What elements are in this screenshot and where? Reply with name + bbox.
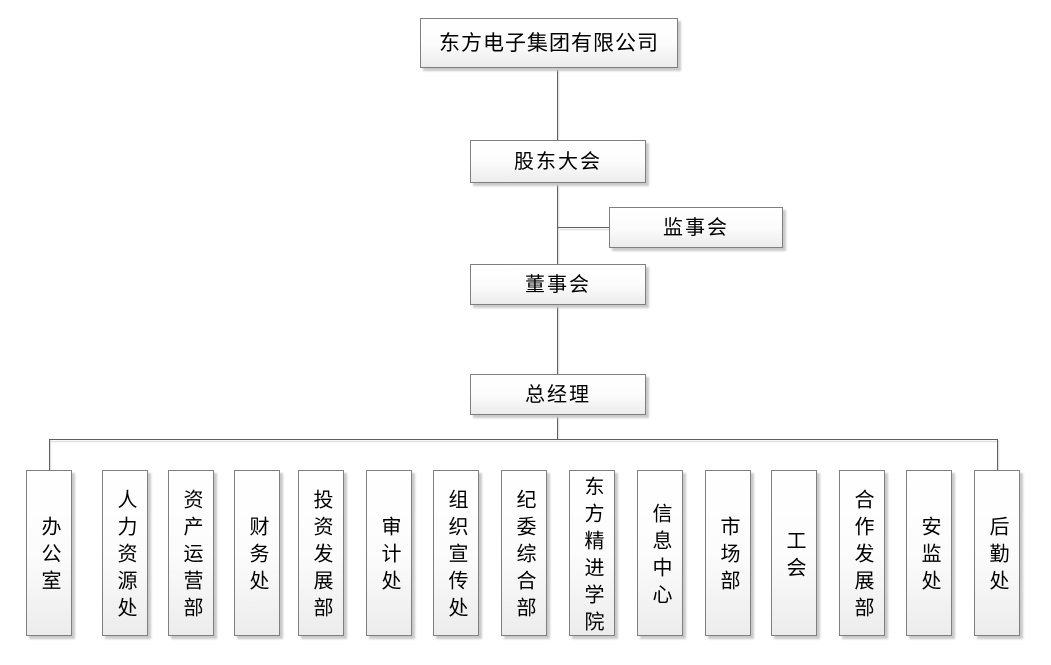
department-box: 纪委综合部 [501,470,547,636]
department-label: 审计处 [378,516,400,597]
department-box: 合作发展部 [839,470,885,636]
connector-board-to-gm [557,305,558,374]
department-box: 资产运营部 [168,470,214,636]
department-box: 信息中心 [637,470,683,636]
department-box: 人力资源处 [102,470,148,636]
department-label: 合作发展部 [851,489,873,624]
connector-bus-drop-right [997,439,998,471]
connector-department-bus [49,439,998,440]
department-box: 审计处 [366,470,412,636]
department-label: 人力资源处 [114,489,136,624]
department-box: 工会 [771,470,817,636]
department-box: 安监处 [906,470,952,636]
department-label: 工会 [783,529,805,584]
department-label: 财务处 [246,516,268,597]
department-label: 组织宣传处 [445,489,467,624]
department-box: 组织宣传处 [433,470,479,636]
connector-shareholders-to-board [557,183,558,264]
department-label: 纪委综合部 [513,489,535,624]
board-of-directors-box: 董事会 [470,264,646,305]
department-label: 市场部 [717,516,739,597]
department-label: 信息中心 [649,502,671,611]
shareholders-meeting-label: 股东大会 [514,150,602,173]
general-manager-box: 总经理 [470,374,646,415]
connector-company-to-shareholders [557,68,558,140]
connector-gm-to-bus [557,415,558,439]
department-box: 后勤处 [974,470,1020,636]
department-label: 后勤处 [986,516,1008,597]
department-label: 安监处 [918,516,940,597]
connector-branch-to-supervisory [557,227,609,228]
supervisory-board-box: 监事会 [609,207,783,248]
board-of-directors-label: 董事会 [525,273,591,296]
department-box: 市场部 [705,470,751,636]
department-box: 东方精进学院 [569,470,615,638]
department-label: 资产运营部 [180,489,202,624]
company-label: 东方电子集团有限公司 [439,30,659,55]
department-label: 办公室 [38,516,60,597]
supervisory-board-label: 监事会 [663,216,729,239]
connector-bus-drop-left [49,439,50,471]
department-box: 财务处 [234,470,280,636]
department-box: 投资发展部 [298,470,344,636]
department-label: 投资发展部 [310,489,332,624]
shareholders-meeting-box: 股东大会 [470,140,646,183]
general-manager-label: 总经理 [525,383,591,406]
department-box: 办公室 [26,470,72,636]
company-box: 东方电子集团有限公司 [420,18,678,68]
department-label: 东方精进学院 [581,475,603,638]
